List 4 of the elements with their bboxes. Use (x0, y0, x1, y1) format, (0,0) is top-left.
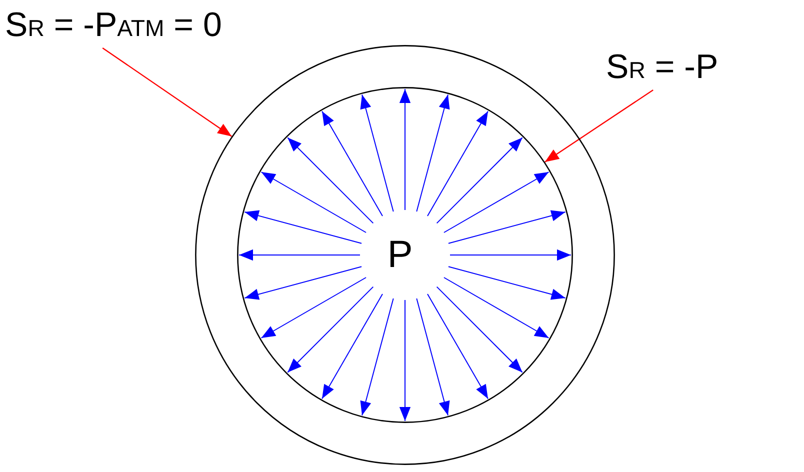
cylinder-wall-circle (237, 87, 573, 423)
leader-line (544, 90, 654, 162)
pressure-label: P (387, 236, 413, 274)
leader-line (102, 48, 232, 137)
